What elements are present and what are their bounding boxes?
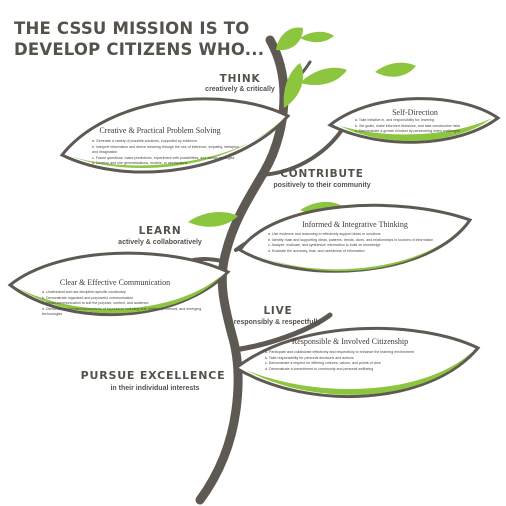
verb-learn: LEARN <box>138 225 182 237</box>
page-title: THE CSSU MISSION IS TO DEVELOP CITIZENS … <box>14 18 264 60</box>
list-item: d. Demonstrate standard conventions of e… <box>42 306 202 317</box>
verb-contribute-sub: positively to their community <box>273 182 371 189</box>
small-leaf <box>188 212 238 227</box>
leaf-list-clear-communication: a. Understand and use discipline-specifi… <box>42 290 202 318</box>
list-item: c. Frame questions, make predictions, ex… <box>92 155 235 160</box>
list-item: b. Take responsibility for personal deci… <box>265 355 354 360</box>
text-leaves <box>7 97 501 398</box>
leaf-title-informed-thinking: Informed & Integrative Thinking <box>302 220 408 229</box>
verb-learn-sub: actively & collaboratively <box>118 239 202 246</box>
list-item: a. Understand and use discipline-specifi… <box>42 290 126 294</box>
verb-contribute: CONTRIBUTE <box>280 168 364 180</box>
list-item: c. Demonstrate a respect for differing c… <box>265 361 381 366</box>
small-leaf <box>375 62 416 77</box>
verb-live-sub: responsibly & respectfully <box>233 319 322 326</box>
list-item: b. Interpret information and derive mean… <box>92 144 240 155</box>
verb-think-sub: creatively & critically <box>205 86 275 93</box>
list-item: a. Take initiative in, and responsibilit… <box>355 118 434 122</box>
leaf-list-creative-problem-solving: a. Generate a variety of possible soluti… <box>92 139 242 167</box>
title-line-1: THE CSSU MISSION IS TO <box>14 19 250 38</box>
small-leaf <box>283 63 304 108</box>
list-item: b. Set goals, make informed decisions, a… <box>355 123 461 128</box>
leaf-title-responsible-citizenship: Responsible & Involved Citizenship <box>291 337 409 346</box>
verb-pursue-excellence-sub: in their individual interests <box>110 385 200 392</box>
list-item: a. Participate and collaborate effective… <box>265 350 414 354</box>
list-item: a. Use evidence and reasoning to effecti… <box>268 232 381 236</box>
leaf-title-self-direction: Self-Direction <box>392 108 438 117</box>
leaf-title-clear-communication: Clear & Effective Communication <box>59 278 171 287</box>
small-leaf <box>276 27 303 51</box>
title-line-2: DEVELOP CITIZENS WHO... <box>14 40 265 59</box>
list-item: a. Generate a variety of possible soluti… <box>92 139 198 143</box>
leaf-list-informed-thinking: a. Use evidence and reasoning to effecti… <box>268 232 438 254</box>
list-item: c. Analyze, evaluate, and synthesize inf… <box>268 243 381 248</box>
small-leaf <box>300 31 334 43</box>
list-item: c. Adjust communication to suit the purp… <box>42 301 149 306</box>
verb-live: LIVE <box>263 305 293 317</box>
list-item: d. Develop and use generalizations, mode… <box>92 161 188 166</box>
list-item: b. Demonstrate organized and purposeful … <box>42 295 134 300</box>
verb-pursue-excellence: PURSUE EXCELLENCE <box>80 369 226 382</box>
list-item: d. Evaluate the accuracy, bias, and usef… <box>268 248 365 253</box>
leaf-list-self-direction: a. Take initiative in, and responsibilit… <box>355 118 485 135</box>
small-leaf <box>300 67 347 86</box>
verb-think: THINK <box>219 73 261 85</box>
list-item: b. Identify main and supporting ideas, p… <box>268 237 434 242</box>
small-leaves <box>188 27 416 227</box>
leaf-list-responsible-citizenship: a. Participate and collaborate effective… <box>265 350 440 372</box>
list-item: c. Demonstrate a growth mindset by perse… <box>355 129 461 134</box>
list-item: d. Demonstrate a commitment to community… <box>265 366 374 371</box>
leaf-title-creative-problem-solving: Creative & Practical Problem Solving <box>99 126 221 135</box>
